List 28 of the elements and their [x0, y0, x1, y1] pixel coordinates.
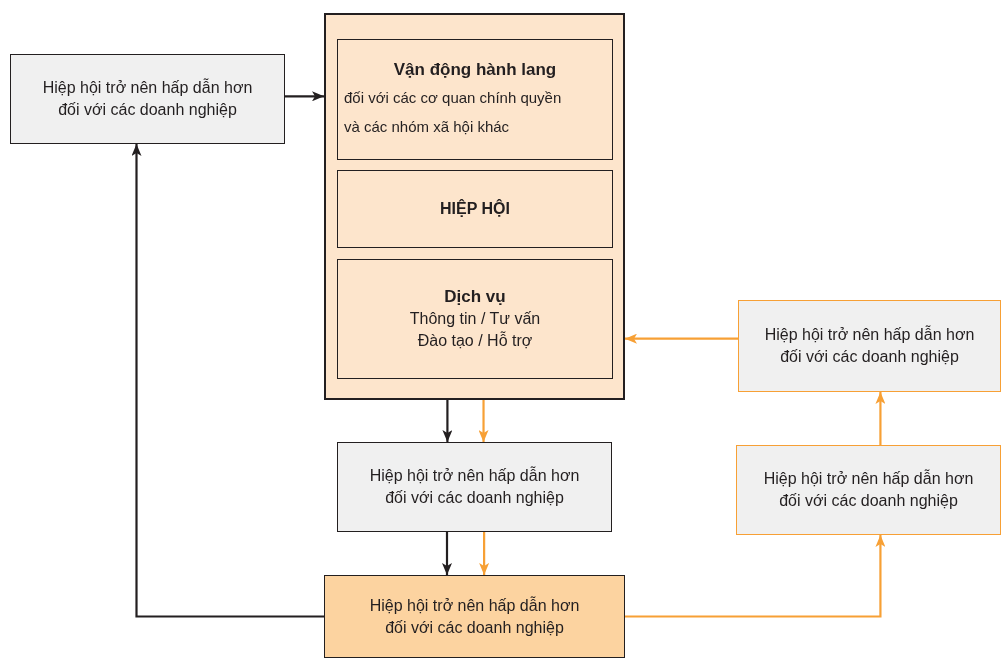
- description: đối với các cơ quan chính quyền và các nhóm xã hội khác: [344, 87, 563, 137]
- arrow: [625, 333, 738, 344]
- label: Hiệp hội trở nên hấp dẫn hơn đối với các doanh nghiệp: [763, 324, 976, 367]
- label: HIỆP HỘI: [440, 198, 510, 219]
- process-box: [10, 54, 285, 144]
- arrow: [285, 91, 324, 102]
- association-panel: [324, 13, 625, 400]
- heading: Dịch vụ: [444, 286, 506, 308]
- description: Thông tin / Tư vấn Đào tạo / Hỗ trợ: [408, 309, 542, 351]
- arrow: [479, 532, 490, 575]
- process-box: [337, 442, 612, 532]
- arrow: [442, 400, 453, 442]
- label: Hiệp hội trở nên hấp dẫn hơn đối với các doanh nghiệp: [368, 595, 581, 638]
- lobbying-box: [337, 39, 613, 160]
- services-box: [337, 259, 613, 379]
- process-box: [736, 445, 1001, 535]
- association-box: [337, 170, 613, 248]
- label: Hiệp hội trở nên hấp dẫn hơn đối với các doanh nghiệp: [41, 77, 254, 120]
- heading: Vận động hành lang: [393, 58, 557, 81]
- label: Hiệp hội trở nên hấp dẫn hơn đối với các doanh nghiệp: [368, 465, 581, 508]
- label: Hiệp hội trở nên hấp dẫn hơn đối với các doanh nghiệp: [762, 468, 975, 511]
- process-box: [324, 575, 625, 658]
- arrow: [625, 535, 886, 618]
- arrow: [442, 532, 452, 575]
- process-box: [738, 300, 1001, 392]
- arrow: [875, 392, 886, 445]
- arrow: [131, 144, 324, 618]
- arrow: [478, 400, 489, 442]
